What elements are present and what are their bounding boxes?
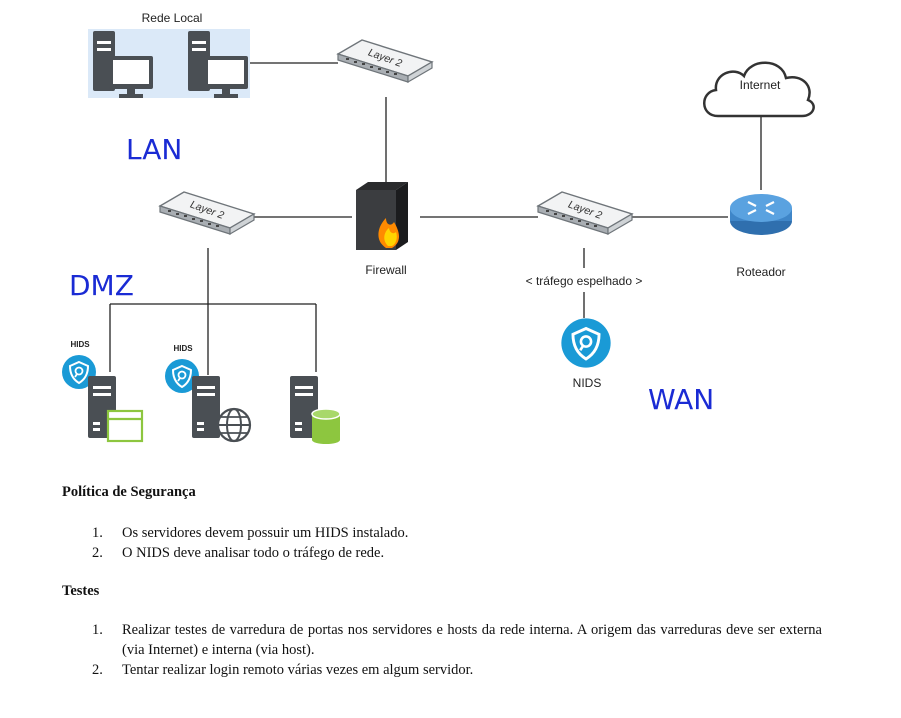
- test-item-text: Realizar testes de varredura de portas n…: [122, 622, 822, 658]
- switch-lan-icon: Layer 2: [337, 39, 433, 83]
- document-text: Política de Segurança 1. Os servidores de…: [0, 470, 901, 718]
- internet-cloud-icon: [703, 61, 815, 118]
- rede-local-label: Rede Local: [142, 11, 203, 25]
- test-item-number: 2.: [92, 662, 103, 678]
- mirror-traffic-label: < tráfego espelhado >: [526, 274, 643, 288]
- test-item-number: 1.: [92, 622, 103, 638]
- nids-label: NIDS: [573, 376, 602, 390]
- router-label: Roteador: [736, 265, 785, 279]
- policy-item-number: 1.: [92, 525, 103, 541]
- hids-label-1: HIDS: [70, 340, 90, 349]
- firewall-label: Firewall: [365, 263, 406, 277]
- internet-label: Internet: [740, 78, 781, 92]
- policy-item: 2. O NIDS deve analisar todo o tráfego de…: [62, 543, 822, 563]
- zone-lan-label: LAN: [126, 133, 182, 166]
- policy-item-text: O NIDS deve analisar todo o tráfego de r…: [122, 545, 385, 561]
- dmz-server-2-icon: [192, 376, 220, 438]
- router-icon: [730, 194, 792, 235]
- policy-item-text: Os servidores devem possuir um HIDS inst…: [122, 525, 409, 541]
- policy-list: 1. Os servidores devem possuir um HIDS in…: [62, 523, 822, 563]
- zone-wan-label: WAN: [648, 383, 714, 416]
- tests-list: 1. Realizar testes de varredura de portas…: [62, 620, 822, 680]
- zone-dmz-label: DMZ: [69, 269, 134, 302]
- test-item: 1. Realizar testes de varredura de portas…: [62, 620, 822, 660]
- database-icon: [311, 408, 341, 444]
- network-diagram: Rede Local LAN Layer 2 Layer 2 Layer 2 F…: [61, 11, 815, 444]
- test-item: 2. Tentar realizar login remoto várias ve…: [62, 660, 822, 680]
- policy-item-number: 2.: [92, 545, 103, 561]
- nids-shield-icon: [559, 316, 613, 370]
- switch-dmz-icon: Layer 2: [159, 191, 255, 235]
- globe-icon: [216, 407, 252, 443]
- hids-label-2: HIDS: [173, 344, 193, 353]
- test-item-text: Tentar realizar login remoto várias veze…: [122, 662, 474, 678]
- firewall-icon: [356, 182, 408, 250]
- connection-lines: [109, 62, 762, 375]
- tests-heading: Testes: [62, 583, 100, 599]
- web-app-window-icon: [106, 409, 144, 443]
- switch-wan-icon: Layer 2: [537, 191, 633, 235]
- policy-heading: Política de Segurança: [62, 484, 196, 500]
- policy-item: 1. Os servidores devem possuir um HIDS in…: [62, 523, 822, 543]
